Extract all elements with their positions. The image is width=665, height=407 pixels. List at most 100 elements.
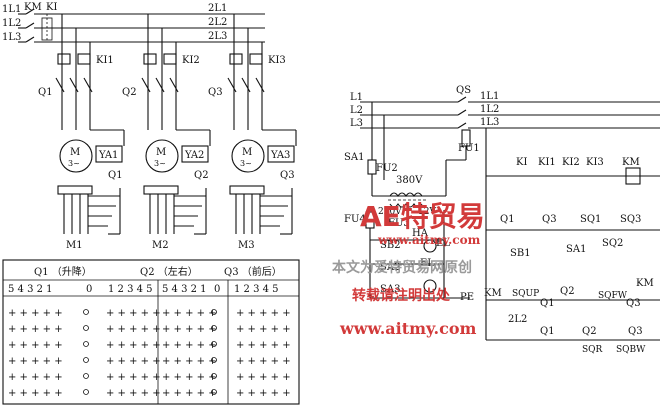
row2-sa1: SA1 (566, 244, 586, 255)
line-label-l2: L2 (350, 105, 363, 116)
line-label-l3: L3 (350, 118, 363, 129)
motor-symbol: M (156, 147, 166, 158)
motor-phase: 3~ (68, 159, 80, 168)
voltage-220: 220V (378, 207, 402, 217)
fu2-label: FU2 (376, 163, 398, 174)
row4-q3: Q3 (628, 326, 643, 337)
contact-cell: + + + + + (236, 372, 291, 383)
row2-sq2: SQ2 (602, 238, 623, 249)
motor-phase: 3~ (154, 159, 166, 168)
contact-cell: + + + + + (236, 356, 291, 367)
contact-cell: + + + + + (8, 308, 63, 319)
contact-dot (211, 309, 217, 315)
lamp-icon (423, 239, 437, 253)
km-contact-label: KM (636, 278, 654, 289)
motor-3-icon (231, 139, 265, 173)
switch-position-table: Q1 （升降） Q2 （左右） Q3 （前后） 5 4 3 2 1 0 1 2 … (2, 259, 300, 405)
relay-label-ki1: KI1 (96, 55, 114, 66)
ki-chain-ki1: KI1 (538, 157, 556, 168)
contact-cell: + + + + + (106, 308, 161, 319)
contact-cell: + + + + + (106, 372, 161, 383)
watermark-brand: AE特贸易 (360, 200, 485, 233)
contact-cell: + + + + + (8, 340, 63, 351)
contact-cell: + + + + + (236, 324, 291, 335)
row1-sq1: SQ1 (580, 214, 601, 225)
table-header-q2: Q2 （左右） (140, 265, 198, 278)
contact-dot (83, 373, 89, 379)
switch-label-q2: Q2 (122, 87, 137, 98)
contact-cell: + + + + + (236, 308, 291, 319)
positions-right-2: 1 2 3 4 5 (234, 284, 279, 295)
row1-q3: Q3 (542, 214, 557, 225)
bus-label-2l2: 2L2 (208, 17, 227, 28)
brake-label-ya1: YA1 (98, 150, 118, 161)
relay-label-ki3: KI3 (268, 55, 286, 66)
contact-dot (211, 341, 217, 347)
watermark-site-top: www.aitmy.com (377, 233, 481, 247)
sa2-label: SA2 (380, 262, 400, 273)
motor-branch-2: KI2 Q2 M 3~ YA2 Q2 (122, 14, 211, 251)
bus-label-2l3: 2L3 (208, 31, 227, 42)
km-coil-label: KM (622, 157, 640, 168)
contact-cell: + + + + + (162, 356, 217, 367)
lamp-2-icon (423, 279, 437, 293)
contact-cell: + + + + + (106, 340, 161, 351)
watermark-site-bottom: www.aitmy.com (339, 319, 476, 338)
position-zero-1: 0 (86, 284, 92, 295)
motor-branch-1: KI1 Q1 M 3~ YA1 Q1 (38, 14, 125, 251)
contact-cell: + + + + + (106, 356, 161, 367)
contact-cell: + + + + + (236, 388, 291, 399)
contact-cell: + + + + + (162, 340, 217, 351)
voltage-12: 12V (418, 207, 436, 217)
positions-left-1: 5 4 3 2 1 (8, 284, 53, 295)
left-circuit: 1L1 1L2 1L3 KM KI 2L1 2L2 2L3 KI1 Q1 (2, 2, 297, 251)
selector-label-q1: Q1 (108, 170, 123, 181)
el-label-1: EL (436, 238, 450, 249)
contact-cell: + + + + + (162, 372, 217, 383)
sa1-label: SA1 (344, 152, 364, 163)
motor-symbol: M (242, 147, 252, 158)
motor-phase: 3~ (240, 159, 252, 168)
contact-cell: + + + + + (8, 356, 63, 367)
fu1-label: FU1 (458, 143, 480, 154)
line-label-1l3: 1L3 (480, 117, 499, 128)
ki-chain-ki2: KI2 (562, 157, 580, 168)
voltage-380: 380V (396, 175, 423, 186)
brake-label-ya3: YA3 (270, 150, 290, 161)
table-header-q1: Q1 （升降） (34, 265, 92, 278)
qs-label: QS (456, 85, 471, 96)
bus-label-2l1: 2L1 (208, 3, 227, 14)
table-rows: + + + + ++ + + + ++ + + + ++ + + + ++ + … (8, 308, 291, 399)
km-label: KM (24, 2, 42, 13)
switch-label-q1: Q1 (38, 87, 53, 98)
positions-right-1: 1 2 3 4 5 (108, 284, 153, 295)
contact-cell: + + + + + (162, 308, 217, 319)
row4-q2: Q2 (582, 326, 597, 337)
contact-dot (211, 325, 217, 331)
row3-q2: Q2 (560, 286, 575, 297)
right-circuit: L1 L2 L3 QS 1L1 1L2 1L3 SA1 FU2 FU1 380V (344, 85, 660, 355)
row3-q3: Q3 (626, 298, 641, 309)
motor-label-m3: M3 (238, 240, 255, 251)
km-left-label: KM (484, 288, 502, 299)
motor-2-icon (145, 139, 179, 173)
contact-cell: + + + + + (236, 340, 291, 351)
contact-dot (83, 325, 89, 331)
motor-1-icon (59, 139, 93, 173)
row1-q1: Q1 (500, 214, 515, 225)
switch-label-q3: Q3 (208, 87, 223, 98)
contact-dot (83, 357, 89, 363)
ki-chain-ki: KI (516, 157, 527, 168)
position-zero-2: 0 (214, 284, 220, 295)
sa3-label: SA3 (380, 284, 400, 295)
motor-label-m1: M1 (66, 240, 83, 251)
watermark: AE特贸易 www.aitmy.com 本文为爱特贸易网原创 转载请注明出处 w… (332, 200, 485, 338)
fu4-label: FU4 (344, 214, 366, 225)
supply-label-1l3: 1L3 (2, 32, 21, 43)
sb1-label: SB1 (510, 248, 531, 259)
contact-cell: + + + + + (8, 388, 63, 399)
table-header-q3: Q3 （前后） (224, 265, 282, 278)
fu3-label: FU3 (388, 218, 410, 229)
line-label-1l1: 1L1 (480, 91, 499, 102)
